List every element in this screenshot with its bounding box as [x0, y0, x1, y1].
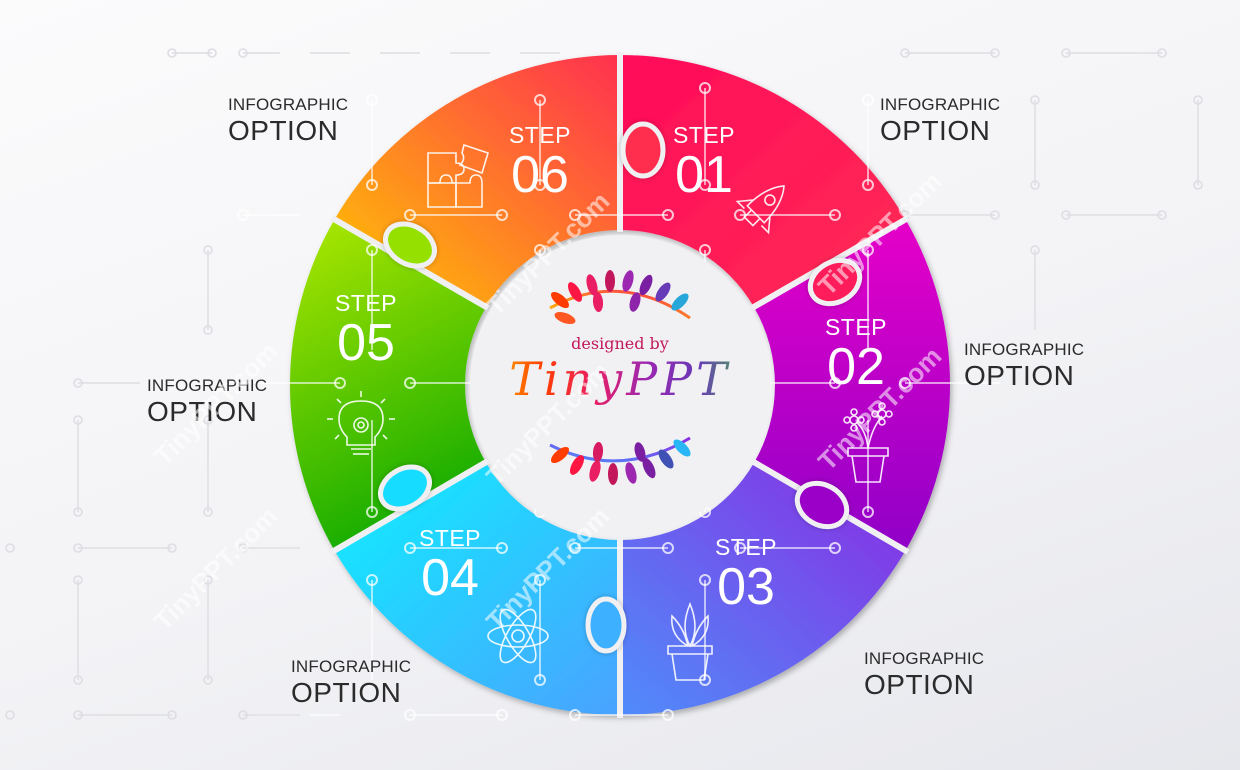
- puzzle-pieces-icon: [427, 143, 489, 208]
- puzzle-tab: [383, 221, 437, 269]
- center-circle: [470, 235, 770, 535]
- atom-icon: [487, 608, 549, 664]
- puzzle-tab: [807, 257, 863, 307]
- puzzle-tab: [794, 480, 850, 530]
- step-word: STEP: [508, 122, 572, 148]
- option-big-text: OPTION: [147, 396, 258, 427]
- puzzle-tab: [378, 464, 432, 512]
- option-label-bottom-right: INFOGRAPHIC OPTION: [864, 650, 984, 699]
- step-word: STEP: [334, 290, 398, 316]
- step-02-label: STEP 02: [816, 314, 896, 396]
- flower-pot-icon: [843, 402, 893, 483]
- puzzle-tab: [585, 596, 627, 654]
- segment-step-04: [334, 462, 620, 715]
- option-big-text: OPTION: [880, 115, 991, 146]
- leaf-wreath-icon: [549, 270, 691, 485]
- option-small-text: INFOGRAPHIC: [228, 95, 349, 114]
- option-label-right: INFOGRAPHIC OPTION: [964, 341, 1084, 390]
- step-word: STEP: [824, 314, 888, 340]
- option-small-text: INFOGRAPHIC: [880, 95, 1001, 114]
- step-03-label: STEP 03: [706, 534, 786, 616]
- option-small-text: INFOGRAPHIC: [864, 649, 985, 668]
- option-big-text: OPTION: [291, 677, 402, 708]
- lightbulb-gear-icon: [327, 391, 395, 455]
- option-small-text: INFOGRAPHIC: [964, 340, 1085, 359]
- step-number: 05: [337, 314, 395, 372]
- step-number: 06: [511, 146, 569, 204]
- designed-by-text: designed by: [571, 334, 669, 353]
- step-05-label: STEP 05: [326, 290, 406, 372]
- option-small-text: INFOGRAPHIC: [291, 657, 412, 676]
- center-logo: designed by TinyPPT: [490, 270, 750, 480]
- step-number: 01: [675, 146, 733, 204]
- option-label-bottom-left: INFOGRAPHIC OPTION: [291, 658, 411, 707]
- puzzle-tab: [620, 121, 666, 179]
- option-big-text: OPTION: [964, 360, 1075, 391]
- step-number: 04: [421, 549, 479, 607]
- step-04-label: STEP 04: [410, 525, 490, 607]
- step-06-label: STEP 06: [500, 122, 580, 204]
- step-word: STEP: [714, 534, 778, 560]
- step-number: 03: [717, 558, 775, 616]
- segment-step-01: [620, 55, 906, 308]
- option-label-top-right: INFOGRAPHIC OPTION: [880, 96, 1000, 145]
- option-big-text: OPTION: [864, 669, 975, 700]
- option-label-top-left: INFOGRAPHIC OPTION: [228, 96, 348, 145]
- option-small-text: INFOGRAPHIC: [147, 376, 268, 395]
- step-word: STEP: [672, 122, 736, 148]
- rocket-icon: [735, 185, 785, 235]
- succulent-plant-icon: [667, 601, 713, 681]
- segment-step-02: [754, 220, 951, 550]
- option-big-text: OPTION: [228, 115, 339, 146]
- brand-text: TinyPPT: [490, 352, 750, 406]
- step-number: 02: [827, 338, 885, 396]
- option-label-left: INFOGRAPHIC OPTION: [147, 377, 267, 426]
- segment-step-05: [289, 220, 486, 550]
- step-01-label: STEP 01: [664, 122, 744, 204]
- step-word: STEP: [418, 525, 482, 551]
